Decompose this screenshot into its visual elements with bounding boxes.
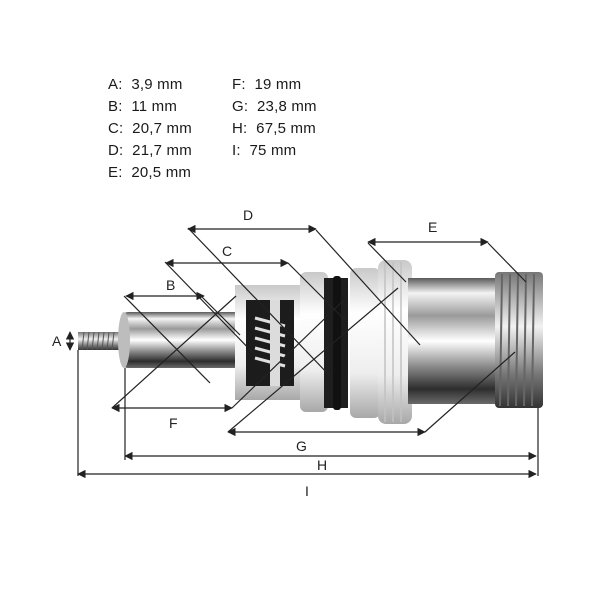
ribbed-section [300, 260, 412, 424]
dimension-lines [65, 224, 539, 479]
spec-c-value: 20,7 mm [132, 120, 192, 137]
dim-label-h: H [317, 457, 327, 473]
spec-d-letter: D: [108, 142, 124, 159]
spec-i-letter: I: [232, 142, 241, 159]
spec-b-letter: B: [108, 98, 123, 115]
spec-f-value: 19 mm [254, 76, 302, 93]
spec-a-value: 3,9 mm [131, 76, 183, 93]
spec-h: H: 67,5 mm [232, 120, 316, 137]
spec-a: A: 3,9 mm [108, 76, 183, 93]
spec-h-value: 67,5 mm [256, 120, 316, 137]
spec-c-letter: C: [108, 120, 124, 137]
chrome-housing [408, 278, 503, 404]
dim-label-i: I [305, 483, 309, 499]
dim-label-d: D [243, 207, 253, 223]
spec-b-value: 11 mm [131, 98, 178, 115]
spec-h-letter: H: [232, 120, 248, 137]
spec-f: F: 19 mm [232, 76, 301, 93]
cartridge-body [78, 260, 543, 424]
dim-label-g: G [296, 438, 307, 454]
dim-label-e: E [428, 219, 437, 235]
spec-b: B: 11 mm [108, 98, 177, 115]
spec-d-value: 21,7 mm [132, 142, 192, 159]
chrome-spindle [118, 312, 240, 368]
spec-d: D: 21,7 mm [108, 142, 192, 159]
threaded-pin [78, 331, 126, 351]
spec-e: E: 20,5 mm [108, 164, 191, 181]
threaded-end [495, 272, 543, 408]
spec-i-value: 75 mm [249, 142, 297, 159]
spec-g-value: 23,8 mm [257, 98, 317, 115]
dim-label-a: A [52, 333, 62, 349]
plastic-cage [235, 285, 305, 400]
spec-a-letter: A: [108, 76, 123, 93]
dim-label-f: F [169, 415, 178, 431]
spec-g-letter: G: [232, 98, 249, 115]
spec-i: I: 75 mm [232, 142, 296, 159]
dim-label-c: C [222, 243, 232, 259]
spec-c: C: 20,7 mm [108, 120, 192, 137]
spec-e-value: 20,5 mm [131, 164, 192, 181]
spec-e-letter: E: [108, 164, 123, 181]
dim-label-b: B [166, 277, 175, 293]
spec-f-letter: F: [232, 76, 246, 93]
spec-g: G: 23,8 mm [232, 98, 317, 115]
